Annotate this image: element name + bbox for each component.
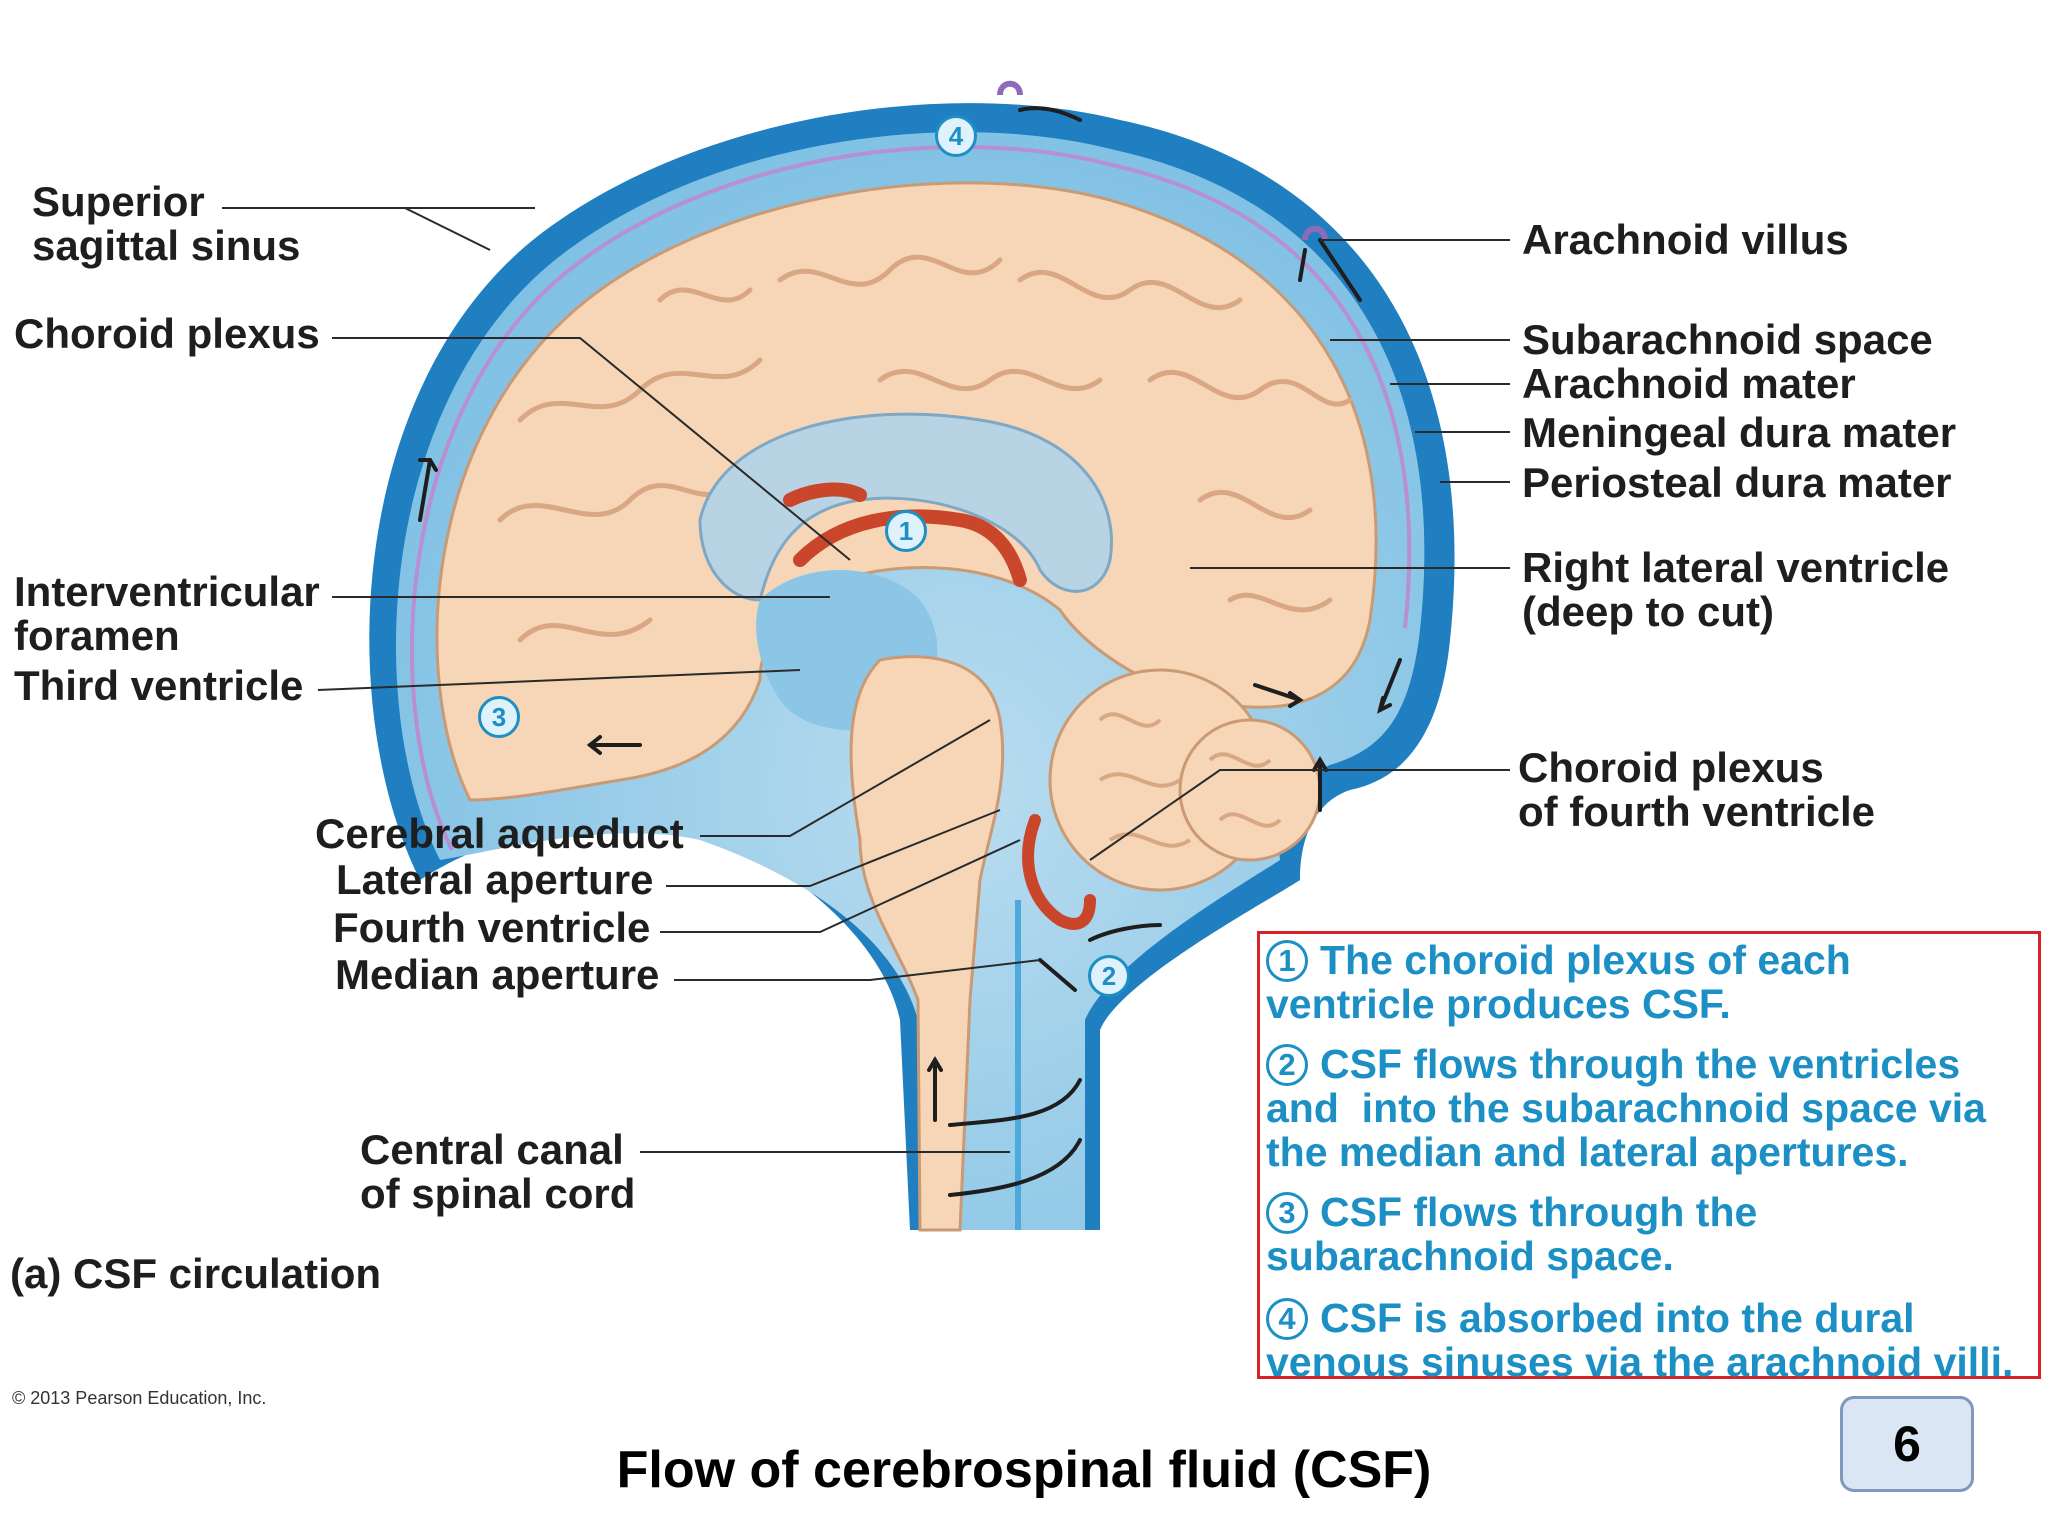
marker-3: 3 — [478, 696, 520, 738]
marker-4: 4 — [935, 115, 977, 157]
marker-1: 1 — [885, 510, 927, 552]
label-choroid-plexus: Choroid plexus — [14, 310, 320, 357]
label-superior-sagittal-sinus: Superior sagittal sinus — [32, 178, 301, 269]
label-periosteal-dura-mater: Periosteal dura mater — [1522, 459, 1952, 506]
label-median-aperture: Median aperture — [335, 951, 660, 998]
label-third-ventricle: Third ventricle — [14, 662, 304, 709]
label-arachnoid-mater: Arachnoid mater — [1522, 360, 1856, 407]
arachnoid-villus — [1302, 225, 1328, 241]
step-2-text: CSF flows through the ventricles and int… — [1266, 1041, 1986, 1175]
step-4-text: CSF is absorbed into the dural venous si… — [1266, 1295, 2014, 1385]
figure-caption: (a) CSF circulation — [10, 1250, 382, 1297]
label-central-canal: Central canal of spinal cord — [360, 1126, 636, 1217]
label-subarachnoid-space: Subarachnoid space — [1522, 316, 1933, 363]
label-fourth-ventricle: Fourth ventricle — [333, 904, 651, 951]
label-choroid-plexus-fourth: Choroid plexus of fourth ventricle — [1518, 744, 1876, 835]
label-right-lateral-ventricle: Right lateral ventricle (deep to cut) — [1522, 544, 1950, 635]
label-arachnoid-villus: Arachnoid villus — [1522, 216, 1849, 263]
label-cerebral-aqueduct: Cerebral aqueduct — [315, 810, 684, 857]
label-lateral-aperture: Lateral aperture — [336, 856, 654, 903]
cerebellum — [1048, 668, 1322, 892]
label-interventricular-foramen: Interventricular foramen — [14, 568, 320, 659]
copyright-notice: © 2013 Pearson Education, Inc. — [12, 1388, 267, 1408]
page-number-badge: 6 — [1840, 1396, 1974, 1492]
slide-title: Flow of cerebrospinal fluid (CSF) — [616, 1441, 1432, 1499]
step-1-number: 1 — [1266, 940, 1308, 982]
choroid-plexus — [793, 509, 1027, 587]
lateral-ventricle — [698, 412, 1113, 602]
step-4-number: 4 — [1266, 1298, 1308, 1340]
step-2-number: 2 — [1266, 1044, 1308, 1086]
label-meningeal-dura-mater: Meningeal dura mater — [1522, 409, 1957, 456]
step-3-text: CSF flows through the subarachnoid space… — [1266, 1189, 1758, 1279]
step-1-text: The choroid plexus of each ventricle pro… — [1266, 937, 1851, 1027]
step-3-number: 3 — [1266, 1192, 1308, 1234]
brainstem — [849, 655, 1005, 1232]
marker-2: 2 — [1088, 955, 1130, 997]
